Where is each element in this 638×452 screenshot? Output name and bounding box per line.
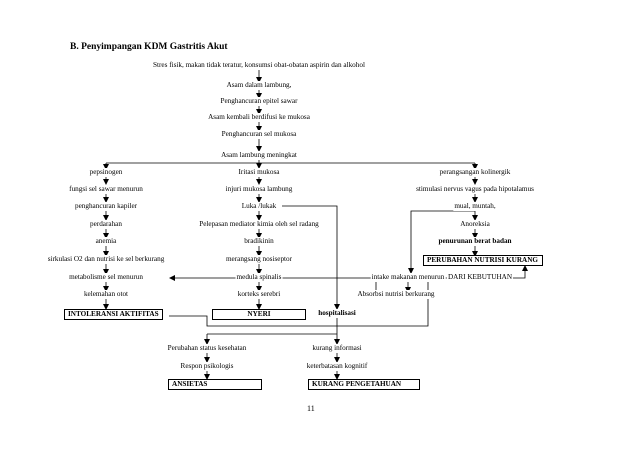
node-penghancuran-epitel: Penghancuran epitel sawar: [219, 97, 299, 106]
node-asam-meningkat: Asam lambung meningkat: [220, 151, 298, 160]
node-hospitalisasi: hospitalisasi: [317, 309, 357, 318]
dx-nyeri: NYERI: [212, 309, 306, 320]
node-penghancuran-sel: Penghancuran sel mukosa: [220, 130, 298, 139]
node-keterbatasan-kognitif: keterbatasan kognitif: [305, 362, 369, 371]
node-perdarahan: perdarahan: [89, 220, 123, 229]
node-asam-berdifusi: Asam kembali berdifusi ke mukosa: [207, 113, 311, 122]
node-mual-muntah: mual, muntah,: [453, 202, 497, 211]
dx-kurang-pengetahuan: KURANG PENGETAHUAN: [308, 379, 420, 390]
node-nervus-vagus: stimulasi nervus vagus pada hipotalamus: [415, 185, 535, 194]
node-sirkulasi-o2: sirkulasi O2 dan nutrisi ke sel berkuran…: [46, 255, 166, 264]
connector: [408, 210, 475, 274]
node-bradikinin: bradikinin: [243, 237, 275, 246]
dx-intoleransi-aktifitas: INTOLERANSI AKTIFITAS: [64, 309, 163, 320]
node-luka: Luka /lukak: [240, 202, 278, 211]
page-number: 11: [307, 404, 315, 413]
node-kolinergik: perangsangan kolinergik: [438, 168, 512, 177]
node-respon-psikologis: Respon psikologis: [179, 362, 235, 371]
dx-ansietas: ANSIETAS: [168, 379, 262, 390]
dx-perubahan-nutrisi: PERUBAHAN NUTRISI KURANG: [423, 255, 543, 266]
title-number: B.: [70, 42, 79, 52]
node-perubahan-status: Perubahan status kesehatan: [166, 344, 248, 353]
node-penurunan-bb: penurunan berat badan: [437, 237, 513, 246]
node-intake-menurun: intake makanan menurun: [370, 273, 446, 282]
node-kelemahan-otot: kelemahan otot: [82, 290, 130, 299]
dx-perubahan-nutrisi-line2: DARI KEBUTUHAN: [446, 273, 514, 282]
node-kurang-informasi: kurang informasi: [311, 344, 363, 353]
node-injuri-mukosa: injuri mukosa lambung: [224, 185, 294, 194]
diagram-title: B. Penyimpangan KDM Gastritis Akut: [70, 42, 228, 52]
title-text: Penyimpangan KDM Gastritis Akut: [81, 42, 228, 52]
node-fungsi-sel-sawar: fungsi sel sawar menurun: [68, 185, 144, 194]
node-metabolisme: metabolisme sel menurun: [68, 273, 144, 282]
connector: [169, 265, 528, 327]
node-pepsinogen: pepsinogen: [88, 168, 124, 177]
node-asam-dalam-lambung: Asam dalam lambung,: [225, 81, 293, 90]
node-cause: Stres fisik, makan tidak teratur, konsum…: [152, 61, 366, 70]
node-medula-spinalis: medula spinalis: [235, 273, 283, 282]
node-korteks-serebri: korteks serebri: [236, 290, 282, 299]
node-iritasi-mukosa: Iritasi mukosa: [237, 168, 281, 177]
connector: [282, 205, 340, 310]
node-absorbsi: Absorbsi nutrisi berkurang: [356, 290, 436, 299]
node-nosiseptor: merangsang nosiseptor: [224, 255, 294, 264]
node-anemia: anemia: [94, 237, 118, 246]
node-pelepasan-mediator: Pelepasan mediator kimia oleh sel radang: [198, 220, 320, 229]
node-penghancuran-kapiler: penghancuran kapiler: [73, 202, 139, 211]
node-anoreksia: Anoreksia: [459, 220, 491, 229]
